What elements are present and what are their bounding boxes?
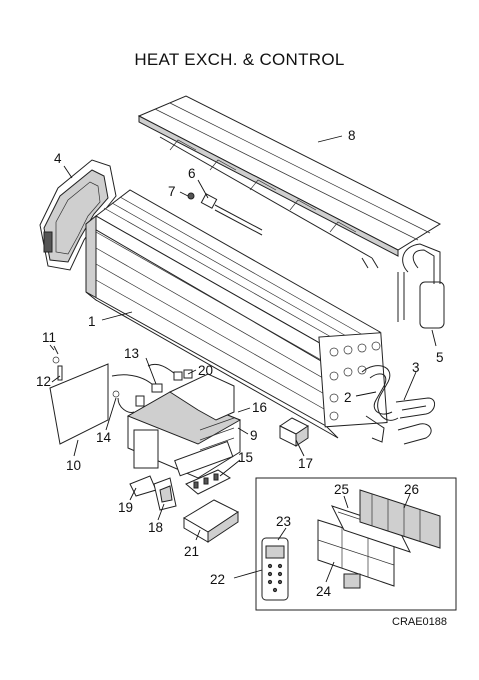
- part-6-7-sensor-holder: [187, 192, 263, 236]
- callout-8: 8: [348, 128, 356, 143]
- callout-13: 13: [124, 346, 139, 361]
- callout-12: 12: [36, 374, 51, 389]
- callout-4: 4: [54, 151, 62, 166]
- callout-17: 17: [298, 456, 313, 471]
- diagram-title: HEAT EXCH. & CONTROL: [134, 50, 345, 69]
- callout-26: 26: [404, 482, 419, 497]
- callout-24: 24: [316, 584, 332, 599]
- part-9-control-box: [126, 373, 242, 479]
- callout-labels: 1 2 3 4 5 6 7 8 9 10 11 12 13 14 15 16 1…: [36, 128, 444, 599]
- callout-10: 10: [66, 458, 81, 473]
- leader-lines: [49, 135, 437, 583]
- part-2-3-pipes: [361, 365, 435, 445]
- accessories-inset: [255, 477, 457, 611]
- part-26-mesh-filter: [359, 489, 441, 549]
- part-5-refrigerant-pipe: [397, 243, 445, 329]
- callout-15: 15: [238, 450, 253, 465]
- part-15-terminal-block: [185, 469, 231, 495]
- callout-25: 25: [334, 482, 349, 497]
- callout-22: 22: [210, 572, 225, 587]
- callout-23: 23: [276, 514, 291, 529]
- callout-16: 16: [252, 400, 267, 415]
- callout-3: 3: [412, 360, 420, 375]
- part-4-side-cover: [39, 159, 117, 271]
- callout-9: 9: [250, 428, 258, 443]
- part-17-transformer: [279, 417, 309, 447]
- callout-14: 14: [96, 430, 112, 445]
- drawing-code: CRAE0188: [392, 616, 447, 628]
- callout-1: 1: [88, 314, 96, 329]
- callout-21: 21: [184, 544, 199, 559]
- part-18-19-brackets: [129, 475, 177, 511]
- part-21-terminal-cover: [183, 499, 239, 543]
- callout-2: 2: [344, 390, 352, 405]
- callout-18: 18: [148, 520, 163, 535]
- callout-11: 11: [42, 330, 56, 345]
- part-23-remote-control: [261, 537, 289, 601]
- part-10-display-board: [49, 345, 109, 445]
- callout-6: 6: [188, 166, 196, 181]
- callout-5: 5: [436, 350, 444, 365]
- part-8-top-panel: [137, 95, 442, 269]
- part-1-heat-exchanger: [85, 189, 388, 439]
- callout-7: 7: [168, 184, 176, 199]
- callout-20: 20: [198, 363, 213, 378]
- callout-19: 19: [118, 500, 133, 515]
